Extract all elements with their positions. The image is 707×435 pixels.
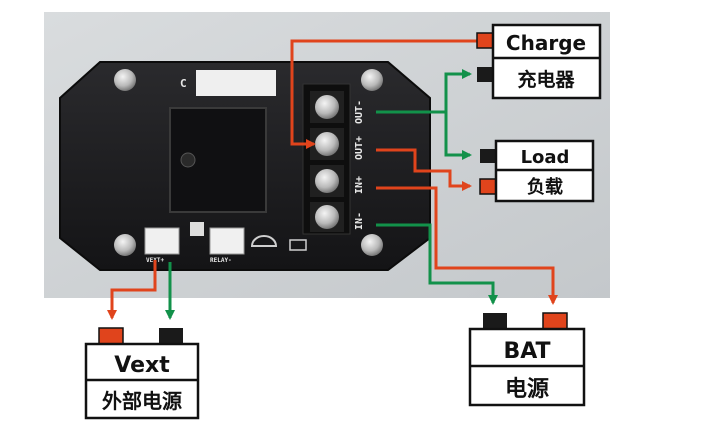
wire-charge-negative xyxy=(376,69,472,114)
mount-screw-icon xyxy=(114,69,136,91)
bat-label-cn: 电源 xyxy=(505,377,549,402)
load-label-en: Load xyxy=(521,147,570,168)
terminal-screw-icon xyxy=(315,132,339,156)
label-sticker xyxy=(196,70,276,96)
bat-box: BAT 电源 xyxy=(468,312,586,407)
terminal-label-in-plus: IN+ xyxy=(354,176,365,194)
wire-bat-positive xyxy=(376,186,558,305)
board-corner-letter: C xyxy=(180,77,187,90)
load-negative-pad xyxy=(480,149,496,163)
terminal-label-out-minus: OUT- xyxy=(354,100,365,124)
terminal-label-out-plus: OUT+ xyxy=(354,136,365,160)
wire-load-negative xyxy=(444,112,472,160)
terminal-screw-icon xyxy=(315,205,339,229)
relay-connector xyxy=(209,227,245,255)
charge-label-cn: 充电器 xyxy=(517,68,575,91)
charge-positive-pad xyxy=(476,32,494,49)
wire-bat-negative xyxy=(376,223,498,305)
terminal-label-in-minus: IN- xyxy=(354,212,365,230)
vext-negative-pad xyxy=(159,328,183,344)
terminal-screw-icon xyxy=(315,169,339,193)
wire-vext-positive xyxy=(107,260,157,320)
buzzer-outline xyxy=(250,235,278,247)
load-box: Load 负载 xyxy=(479,139,595,203)
vext-connector xyxy=(144,227,180,255)
mount-screw-icon xyxy=(361,69,383,91)
load-label-cn: 负载 xyxy=(527,176,563,198)
vext-label-cn: 外部电源 xyxy=(102,389,182,413)
mount-screw-icon xyxy=(114,234,136,256)
terminal-screw-2 xyxy=(310,128,344,160)
charge-label-en: Charge xyxy=(506,31,586,55)
wires xyxy=(107,39,558,320)
bat-positive-pad xyxy=(542,312,568,330)
vext-box: Vext 外部电源 xyxy=(84,327,200,420)
load-positive-pad xyxy=(479,178,497,195)
silk-mark xyxy=(289,239,307,251)
charge-negative-pad xyxy=(477,67,493,82)
charge-frame xyxy=(491,23,602,100)
charge-box: Charge 充电器 xyxy=(476,23,602,100)
terminal-screw-4 xyxy=(310,202,344,232)
vext-positive-pad xyxy=(98,327,124,345)
wire-load-positive xyxy=(376,148,472,191)
controller-board: C VEXT+ RELAY- xyxy=(59,61,431,271)
mount-screw-icon xyxy=(361,234,383,256)
wire-charge-positive xyxy=(290,39,484,149)
terminal-screw-1 xyxy=(310,91,344,123)
terminal-screw-3 xyxy=(310,165,344,197)
vext-label-en: Vext xyxy=(114,353,170,378)
bat-negative-pad xyxy=(483,313,507,329)
small-component xyxy=(190,222,204,236)
bat-label-en: BAT xyxy=(503,339,550,364)
relay-hole xyxy=(180,152,196,168)
relay-connector-label: RELAY- xyxy=(210,257,232,264)
terminal-screw-icon xyxy=(315,95,339,119)
